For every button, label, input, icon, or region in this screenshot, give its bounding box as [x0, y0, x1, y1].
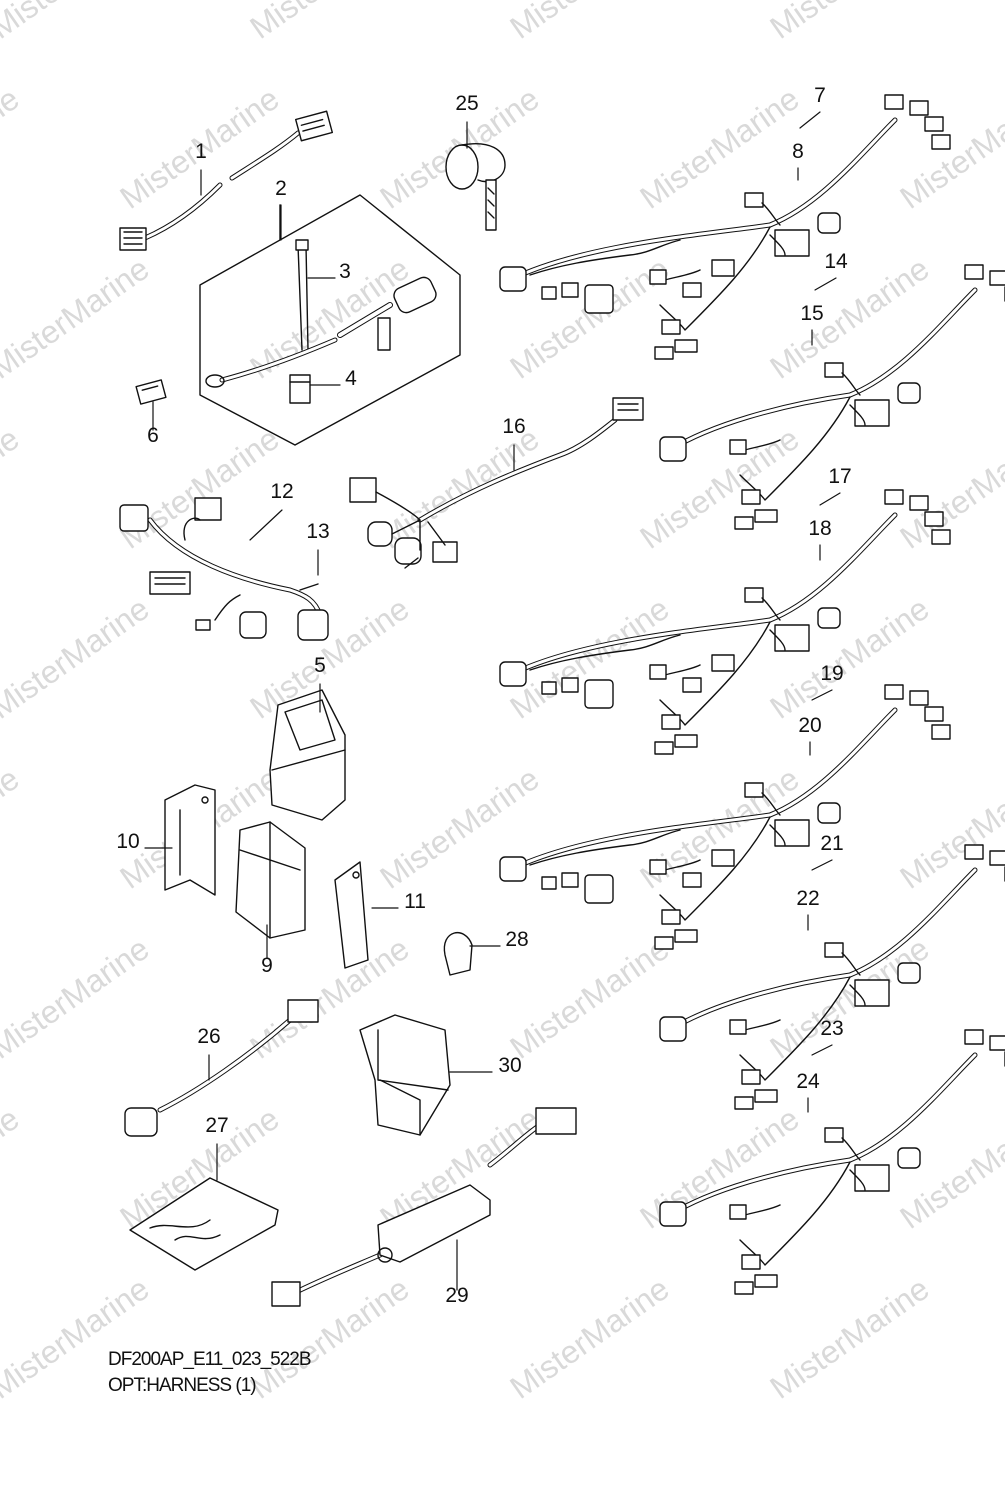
callout-label: 24 [796, 1070, 820, 1093]
part-1-harness [119, 110, 334, 251]
callout-leader [814, 277, 837, 291]
callout-label: 4 [345, 367, 357, 390]
callout-label: 26 [197, 1025, 220, 1048]
callout-label: 10 [116, 830, 139, 853]
callout-label: 15 [800, 302, 823, 325]
callout-leader [811, 859, 833, 871]
callout-leader [811, 1044, 833, 1056]
callout-label: 23 [820, 1017, 843, 1040]
harness-drawing [659, 264, 1005, 530]
callout-label: 29 [445, 1284, 468, 1307]
part-6-connector [135, 379, 167, 405]
part-9-module [235, 821, 306, 939]
callout-label: 27 [205, 1114, 228, 1137]
part-12-harness [119, 497, 329, 641]
harness-drawing [499, 489, 951, 755]
callout-labels: 1234567891011121314151617181920212223242… [116, 84, 851, 1307]
callout-label: 6 [147, 424, 159, 447]
part-29-harness [271, 1107, 577, 1307]
harness-drawing [659, 844, 1005, 1110]
callout-label: 3 [339, 260, 351, 283]
callout-label: 18 [808, 517, 831, 540]
callout-label: 20 [798, 714, 821, 737]
harness-assemblies [499, 94, 1005, 1295]
callout-label: 19 [820, 662, 843, 685]
callout-label: 16 [502, 415, 525, 438]
callout-leader [819, 492, 841, 506]
diagram-code: DF200AP_E11_023_522B [108, 1349, 312, 1370]
part-30-relay [359, 1014, 451, 1136]
harness-drawing [499, 94, 951, 360]
callout-leader [249, 509, 283, 541]
callout-label: 17 [828, 465, 851, 488]
harness-drawing [499, 684, 951, 950]
callout-label: 9 [261, 954, 273, 977]
callout-label: 22 [796, 887, 819, 910]
callout-label: 28 [505, 928, 528, 951]
part-16-harness [349, 397, 644, 569]
part-26-harness [124, 999, 319, 1137]
part-27-bag [129, 1177, 279, 1271]
callout-label: 13 [306, 520, 329, 543]
diagram-title: OPT:HARNESS (1) [108, 1375, 257, 1396]
callout-label: 5 [314, 654, 326, 677]
part-2-kit [199, 194, 461, 446]
callout-label: 2 [275, 177, 287, 200]
callout-label: 11 [404, 890, 426, 913]
part-28-clamp [443, 932, 473, 976]
part-5-cover [269, 689, 346, 821]
callout-label: 14 [824, 250, 848, 273]
harness-drawing [659, 1029, 1005, 1295]
part-25-cap [445, 143, 506, 231]
callout-leader [811, 689, 833, 701]
callout-label: 8 [792, 140, 804, 163]
callout-label: 1 [195, 140, 207, 163]
callout-label: 21 [820, 832, 843, 855]
part-11-bracket [334, 861, 369, 969]
callout-label: 7 [814, 84, 826, 107]
callout-label: 30 [498, 1054, 521, 1077]
callout-label: 12 [270, 480, 293, 503]
callout-leader [799, 111, 821, 129]
part-10-bracket [164, 784, 216, 896]
callout-label: 25 [455, 92, 478, 115]
